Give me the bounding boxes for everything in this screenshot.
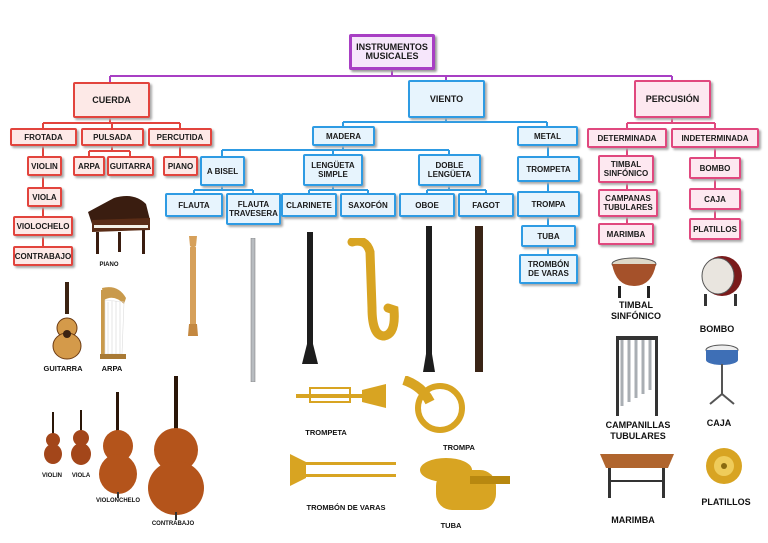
caption-marimba: MARIMBA <box>611 515 655 525</box>
harp-picture <box>100 287 126 359</box>
node-indeterminada: INDETERMINADA <box>671 128 759 148</box>
caption-contrabajo: CONTRABAJO <box>151 521 195 527</box>
leaf-arpa: ARPA <box>73 156 105 176</box>
node-frotada: FROTADA <box>10 128 77 146</box>
node-metal: METAL <box>517 126 578 146</box>
caption-arpa: ARPA <box>101 364 123 373</box>
leaf-platillos: PLATILLOS <box>689 218 741 240</box>
clarinete-picture <box>302 232 318 364</box>
leaf-contrabajo: CONTRABAJO <box>13 246 73 266</box>
timbal-picture <box>611 257 657 298</box>
leaf-viola: VIOLA <box>27 187 62 207</box>
leaf-clarinete: CLARINETE <box>281 193 337 217</box>
caption-trompa: TROMPA <box>443 443 475 452</box>
leaf-caja: CAJA <box>689 188 741 210</box>
leaf-guitarra: GUITARRA <box>107 156 154 176</box>
leaf-trompeta: TROMPETA <box>517 156 580 182</box>
node-madera: MADERA <box>312 126 375 146</box>
tuba-picture <box>420 458 510 510</box>
piano-picture <box>88 196 150 254</box>
caption-trompeta: TROMPETA <box>305 428 347 437</box>
leaf-piano: PIANO <box>163 156 198 176</box>
leaf-violin: VIOLIN <box>27 156 62 176</box>
caption-violin: VIOLIN <box>41 473 62 479</box>
caption-viola: VIOLA <box>71 473 91 479</box>
campanas-picture <box>616 336 658 416</box>
leaf-timbal-sinfonico: TIMBAL SINFÓNICO <box>598 155 654 183</box>
violin-viola-picture <box>44 410 91 465</box>
flauta-travesera-picture <box>250 238 256 382</box>
caption-piano: PIANO <box>99 262 119 268</box>
node-determinada: DETERMINADA <box>587 128 667 148</box>
node-pulsada: PULSADA <box>81 128 144 146</box>
node-a-bisel: A BISEL <box>200 156 245 186</box>
node-percusion: PERCUSIÓN <box>634 80 711 118</box>
node-percutida: PERCUTIDA <box>148 128 212 146</box>
trompa-picture <box>402 376 465 433</box>
leaf-oboe: OBOE <box>399 193 455 217</box>
caption-trombon: TROMBÓN DE VARAS <box>306 503 386 512</box>
bombo-picture <box>701 256 742 306</box>
trombon-picture <box>290 454 396 486</box>
node-root: INSTRUMENTOS MUSICALES <box>349 34 435 70</box>
platillos-picture <box>706 448 742 484</box>
leaf-flauta-travesera: FLAUTA TRAVESERA <box>226 193 281 225</box>
caption-violonchelo: VIOLONCHELO <box>95 498 140 504</box>
trompeta-picture <box>296 384 386 408</box>
marimba-picture <box>600 454 674 498</box>
caption-guitarra: GUITARRA <box>43 364 83 373</box>
leaf-trombon-de-varas: TROMBÓN DE VARAS <box>519 254 578 284</box>
caption-campanillas: CAMPANILLAS TUBULARES <box>605 420 671 441</box>
leaf-trompa: TROMPA <box>517 191 580 217</box>
node-viento: VIENTO <box>408 80 485 118</box>
saxofon-picture <box>347 238 399 341</box>
caja-picture <box>705 344 739 405</box>
caption-timbal: TIMBAL SINFÓNICO <box>610 300 661 321</box>
leaf-campanas-tubulares: CAMPANAS TUBULARES <box>598 189 658 217</box>
leaf-marimba: MARIMBA <box>598 223 654 245</box>
oboe-picture <box>423 226 435 372</box>
leaf-fagot: FAGOT <box>458 193 514 217</box>
node-doble-lengueta: DOBLE LENGÜETA <box>418 154 481 186</box>
leaf-tuba: TUBA <box>521 225 576 247</box>
leaf-violochelo: VIOLOCHELO <box>13 216 73 236</box>
flauta-picture <box>188 236 198 336</box>
caption-platillos: PLATILLOS <box>701 497 751 507</box>
leaf-saxofon: SAXOFÓN <box>340 193 396 217</box>
violonchelo-picture <box>99 392 137 498</box>
caption-bombo: BOMBO <box>699 324 735 334</box>
node-cuerda: CUERDA <box>73 82 150 118</box>
node-lengueta-simple: LENGÜETA SIMPLE <box>303 154 363 186</box>
caption-tuba: TUBA <box>440 521 462 530</box>
leaf-bombo: BOMBO <box>689 157 741 179</box>
leaf-flauta: FLAUTA <box>165 193 223 217</box>
contrabajo-picture <box>148 376 204 520</box>
guitar-picture <box>52 282 82 360</box>
caption-caja: CAJA <box>706 418 732 428</box>
fagot-picture <box>475 226 483 372</box>
